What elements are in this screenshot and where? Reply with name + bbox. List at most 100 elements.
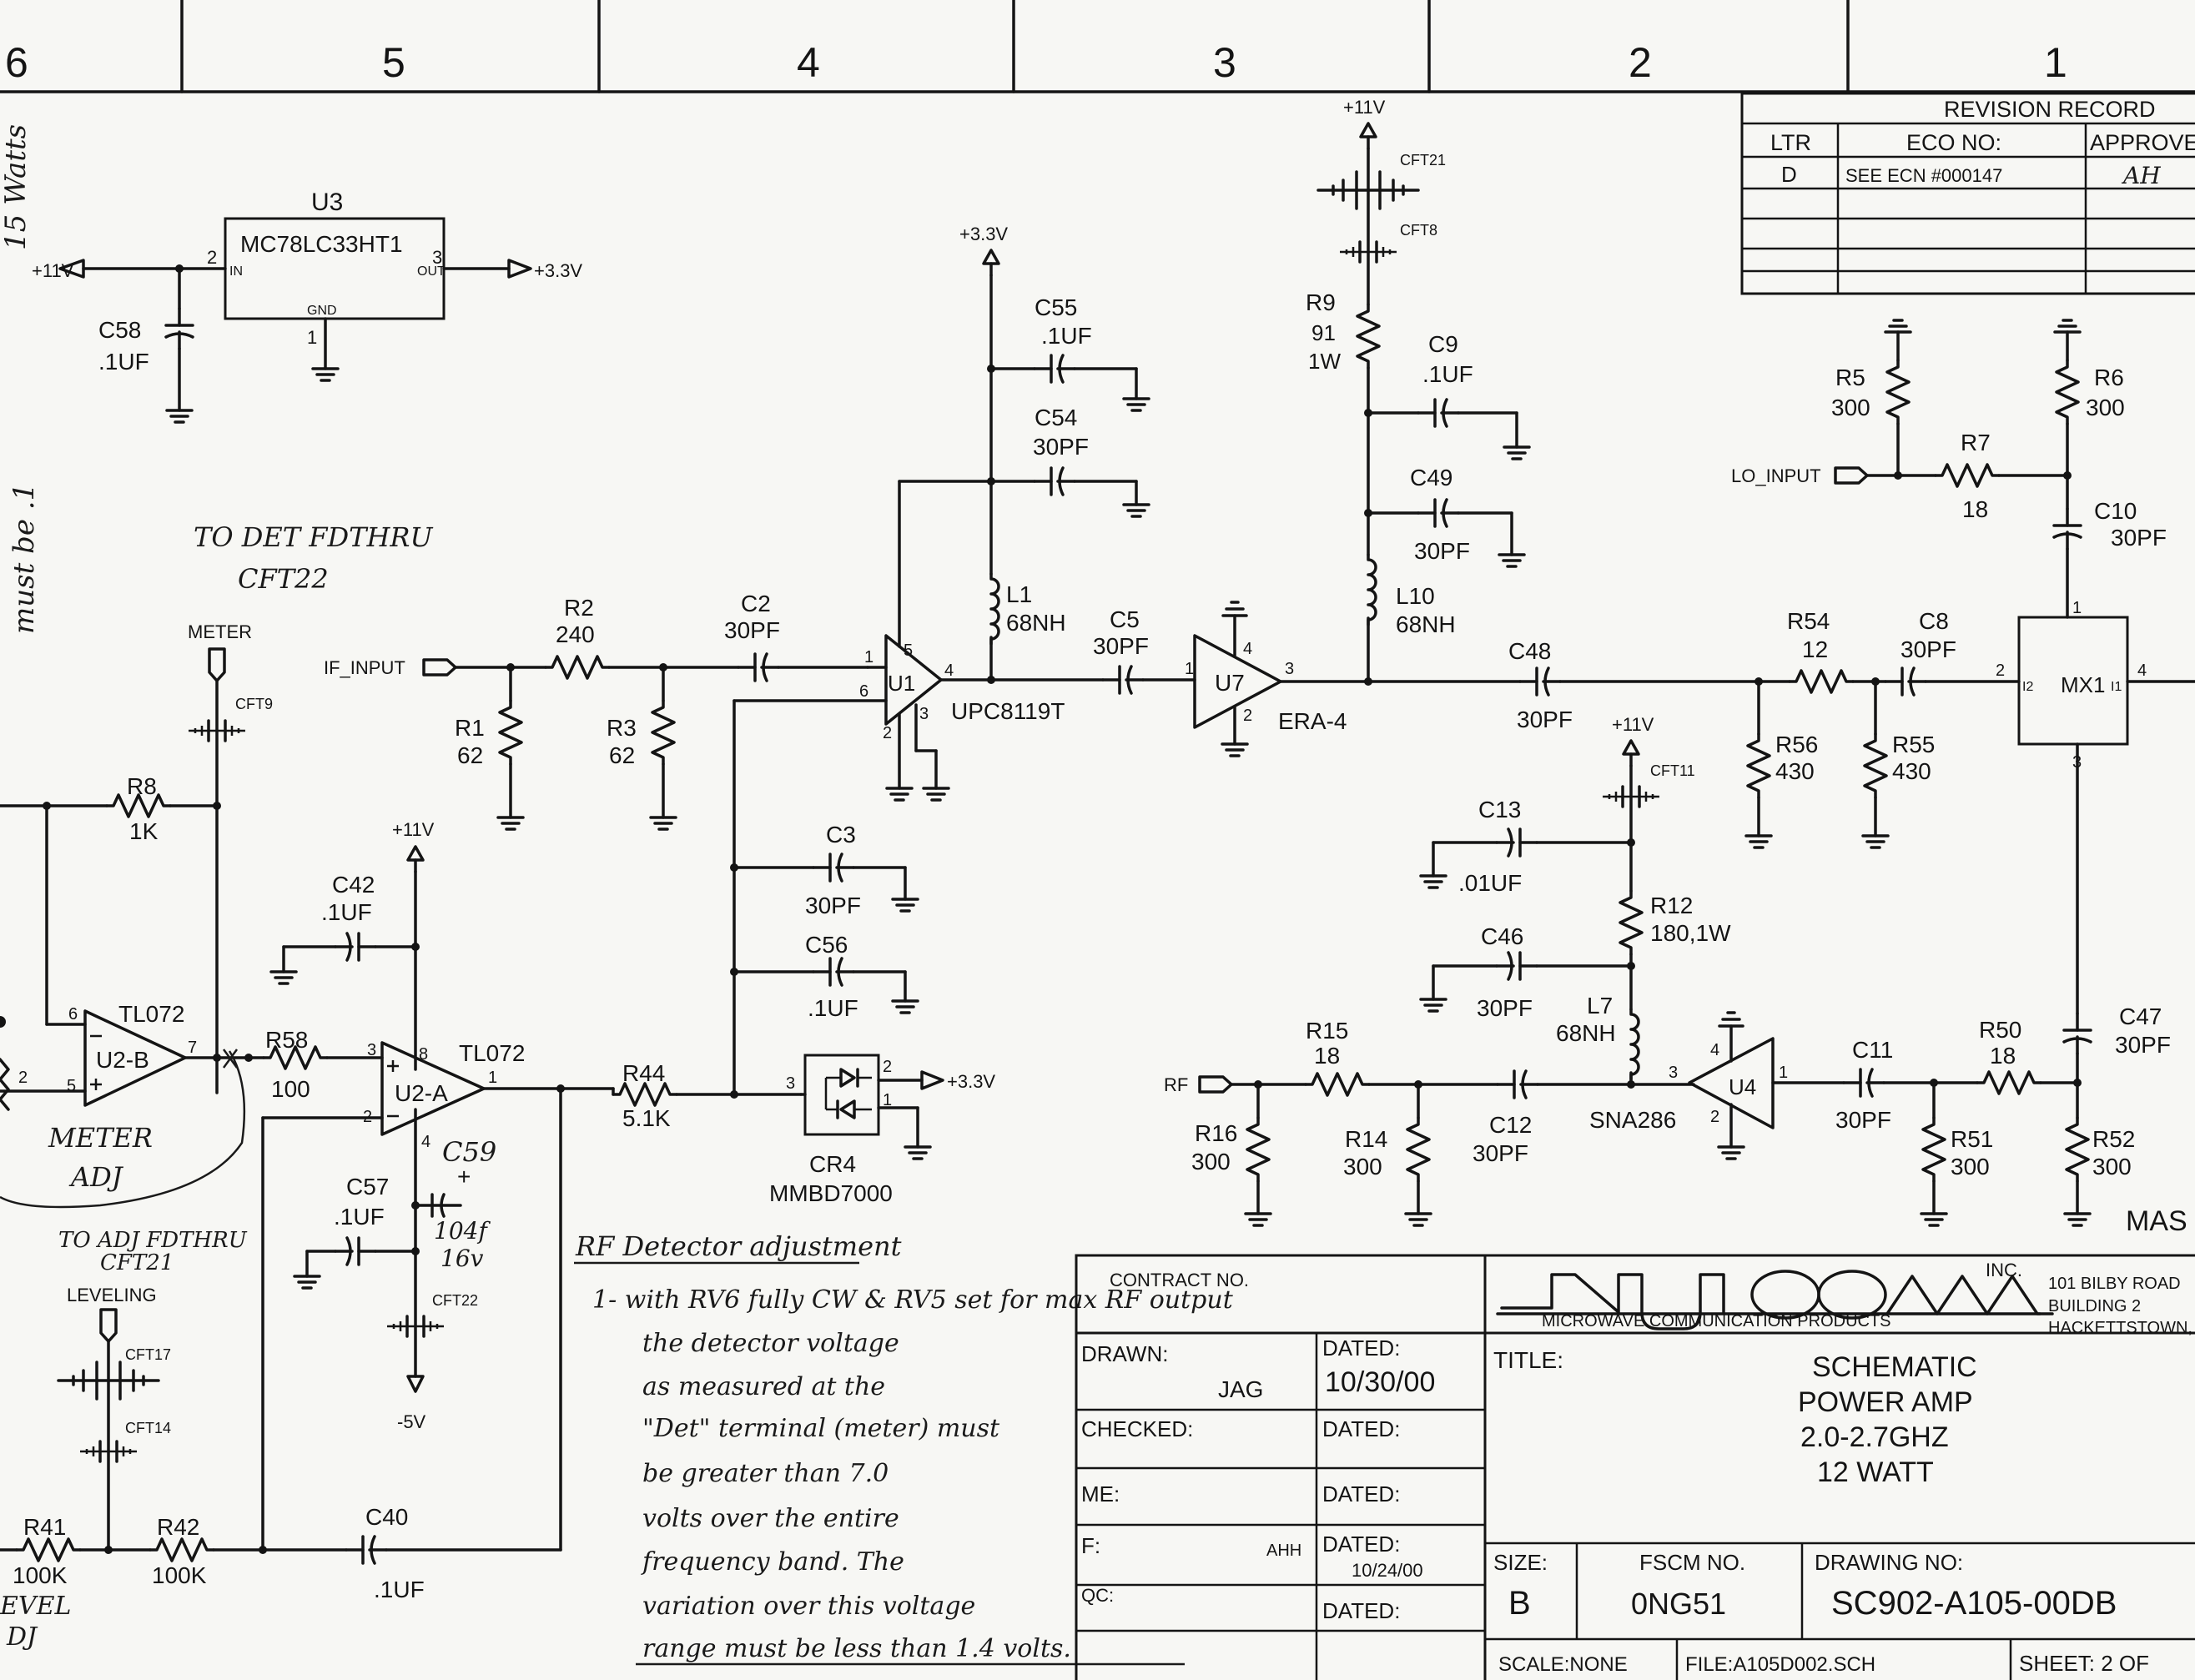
- label-c47: C47: [2119, 1003, 2162, 1029]
- mixer-input-network: C48 30PF R54 12 C8 30PF R56 430 R55 430: [1367, 608, 2021, 849]
- label-u2a-p1: 1: [488, 1069, 497, 1087]
- label-c56: C56: [805, 932, 848, 958]
- label-c9-val: .1UF: [1422, 361, 1473, 387]
- label-r1: R1: [455, 715, 485, 741]
- label-c13: C13: [1478, 797, 1521, 822]
- label-c54-val: 30PF: [1033, 434, 1089, 460]
- label-n1b: CFT22: [238, 563, 329, 595]
- lo-input-network: LO_INPUT R7 18 R5 300 R6 300 C10 30PF: [1731, 319, 2167, 619]
- title-line-3: 2.0-2.7GHZ: [1800, 1421, 1949, 1453]
- zone-3: 3: [1213, 39, 1236, 86]
- label-c11: C11: [1852, 1037, 1893, 1063]
- label-r54-val: 12: [1802, 636, 1828, 662]
- label-r7: R7: [1961, 430, 1991, 455]
- label-u1-p5: 5: [904, 641, 913, 660]
- label-cr4: CR4: [809, 1151, 856, 1177]
- amplifier-u1: U1 UPC8119T 1 5 4 6 2 3: [733, 480, 1065, 1096]
- label-r9-w: 1W: [1308, 349, 1341, 374]
- label-r50: R50: [1979, 1017, 2021, 1043]
- label-u1-val: UPC8119T: [951, 698, 1065, 724]
- rf-note-line-2: the detector voltage: [642, 1329, 899, 1358]
- label-cft11: CFT11: [1650, 762, 1695, 779]
- label-n2b: CFT21: [100, 1250, 174, 1275]
- label-mx1-p4: 4: [2137, 661, 2147, 680]
- label-u7-p4: 4: [1243, 640, 1252, 658]
- label-net-p11: +11V: [392, 819, 435, 840]
- label-c42-val: .1UF: [321, 899, 372, 925]
- label-net-p11: +11V: [1343, 97, 1386, 118]
- revision-ltr: D: [1781, 162, 1797, 187]
- drawing-no-label: DRAWING NO:: [1815, 1550, 1963, 1575]
- qf-date: 10/24/00: [1352, 1560, 1423, 1581]
- qf-label: F:: [1081, 1533, 1100, 1558]
- mixer-mx1: MX1 1 2 3 4 I2 I1: [1996, 599, 2195, 1015]
- label-u3-pin-out: 3: [432, 247, 442, 268]
- label-l7-val: 68NH: [1556, 1020, 1616, 1046]
- leveling-network: TO ADJ FDTHRU CFT21 LEVELING CFT17 CFT14…: [0, 1228, 562, 1652]
- drawn-by: JAG: [1218, 1376, 1263, 1402]
- label-c42: C42: [332, 872, 375, 898]
- label-mas: MAS: [2126, 1205, 2187, 1237]
- label-net-p33: +3.3V: [947, 1071, 995, 1092]
- label-c40-val: .1UF: [374, 1577, 425, 1602]
- label-u2a-p3: 3: [367, 1041, 376, 1059]
- label-r44: R44: [622, 1060, 665, 1086]
- rf-note-line-9: range must be less than 1.4 volts.: [642, 1634, 1071, 1663]
- checked-label: CHECKED:: [1081, 1416, 1193, 1441]
- label-u7-p2: 2: [1243, 707, 1252, 725]
- label-net-p11: +11V: [1612, 714, 1654, 735]
- label-cft14: CFT14: [125, 1420, 171, 1436]
- label-r54: R54: [1787, 608, 1830, 634]
- label-meter-adj-b: ADJ: [68, 1161, 124, 1193]
- label-c49-val: 30PF: [1414, 538, 1470, 564]
- label-c12: C12: [1489, 1112, 1532, 1138]
- label-r55: R55: [1892, 732, 1935, 757]
- label-u4: U4: [1729, 1074, 1756, 1099]
- label-rf: RF: [1164, 1074, 1188, 1095]
- label-u2a-p4: 4: [421, 1133, 430, 1151]
- label-r16-val: 300: [1191, 1149, 1231, 1174]
- label-cr4-p2: 2: [883, 1058, 892, 1076]
- label-lo-input: LO_INPUT: [1731, 465, 1821, 486]
- label-c2: C2: [741, 591, 771, 616]
- label-r51: R51: [1951, 1126, 1993, 1152]
- label-u3-gnd: GND: [307, 304, 337, 318]
- label-r9-val: 91: [1311, 320, 1336, 345]
- label-r42-val: 100K: [152, 1562, 207, 1588]
- label-u1-p4: 4: [944, 661, 954, 680]
- label-mx1: MX1: [2061, 672, 2105, 697]
- label-l10-val: 68NH: [1396, 611, 1456, 637]
- zone-6: 6: [5, 39, 28, 86]
- label-u1-p6: 6: [859, 682, 868, 701]
- title-line-1: SCHEMATIC: [1812, 1351, 1977, 1383]
- qf-dated-label: DATED:: [1322, 1532, 1400, 1557]
- fscm-label: FSCM NO.: [1639, 1550, 1745, 1575]
- label-c9: C9: [1428, 331, 1458, 357]
- label-net-p33: +3.3V: [534, 260, 582, 281]
- zone-2: 2: [1629, 39, 1652, 86]
- label-c49: C49: [1410, 465, 1452, 490]
- label-l7: L7: [1587, 993, 1613, 1019]
- label-r15: R15: [1306, 1018, 1348, 1044]
- label-r2: R2: [564, 595, 594, 621]
- contract-label: CONTRACT NO.: [1110, 1270, 1249, 1290]
- zone-5: 5: [382, 39, 405, 86]
- label-leveling: LEVELING: [67, 1285, 157, 1305]
- label-r15-val: 18: [1314, 1043, 1340, 1069]
- label-c59-val: 104f: [434, 1217, 491, 1245]
- label-c3-val: 30PF: [805, 893, 861, 918]
- label-u4-p4: 4: [1710, 1041, 1719, 1059]
- detector-network: R44 5.1K C3 30PF C56 .1UF 3 2 1 +3: [612, 822, 995, 1206]
- rf-note-line-4: "Det" terminal (meter) must: [642, 1414, 1000, 1443]
- label-u2a-p8: 8: [419, 1045, 428, 1064]
- label-n2a: TO ADJ FDTHRU: [58, 1228, 248, 1253]
- border-zones: 6 5 4 3 2 1: [0, 0, 2195, 93]
- label-u4-p2: 2: [1710, 1108, 1719, 1126]
- label-c40: C40: [365, 1504, 408, 1530]
- drawn-label: DRAWN:: [1081, 1341, 1168, 1366]
- label-c46: C46: [1481, 923, 1523, 949]
- file-name: FILE:A105D002.SCH: [1685, 1653, 1875, 1676]
- revision-title: REVISION RECORD: [1944, 97, 2156, 122]
- label-u3-out: OUT: [417, 264, 446, 279]
- label-cft9: CFT9: [235, 696, 273, 712]
